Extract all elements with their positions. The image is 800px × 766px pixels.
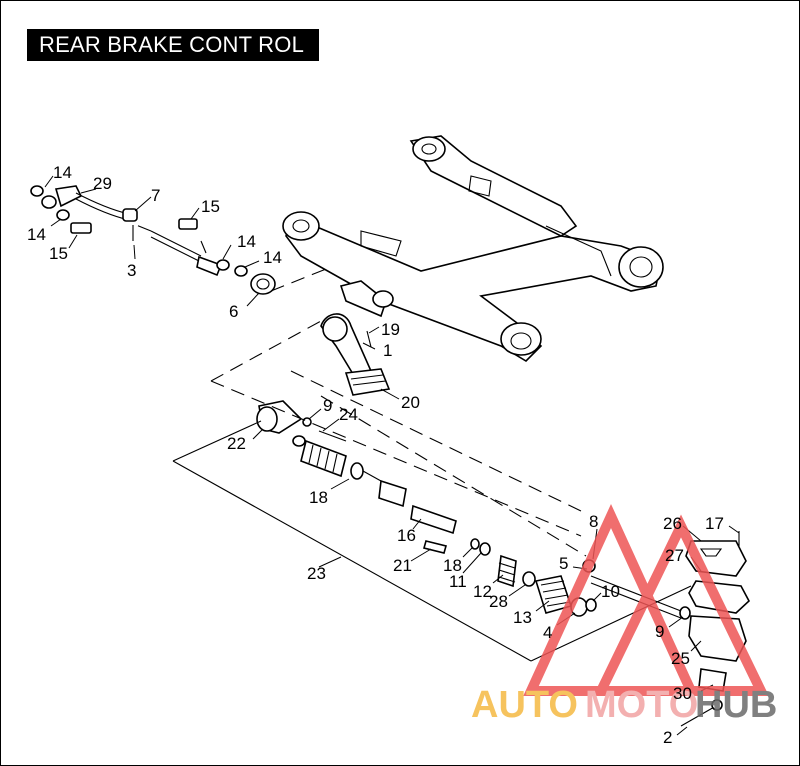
callout-label: 20 [401, 393, 420, 412]
callout-label: 5 [559, 554, 568, 573]
callout-label: 10 [601, 582, 620, 601]
callout-label: 12 [473, 582, 492, 601]
swingarm [282, 135, 664, 363]
callout-label: 9 [323, 396, 332, 415]
watermark-triangle-right [593, 514, 769, 696]
callout-label: 18 [443, 556, 462, 575]
callout-label: 27 [665, 546, 684, 565]
callout-label: 11 [449, 572, 467, 591]
watermark-text-hub: HUB [695, 684, 777, 726]
callout-label: 15 [49, 244, 68, 263]
watermark-logo: AUTO MOTO HUB [471, 503, 777, 726]
callout-label: 24 [339, 405, 358, 424]
callout-labels: 14 29 7 15 14 15 3 14 14 6 19 1 20 9 24 … [27, 163, 724, 747]
callout-label: 7 [151, 186, 160, 205]
callout-label: 13 [513, 608, 532, 627]
callout-label: 14 [237, 232, 256, 251]
callout-label: 23 [307, 564, 326, 583]
callout-label: 4 [543, 623, 552, 642]
callout-label: 2 [663, 728, 672, 747]
callout-label: 16 [397, 526, 416, 545]
callout-label: 26 [663, 514, 682, 533]
watermark-text-auto: AUTO [471, 684, 578, 726]
callout-label: 14 [263, 248, 282, 267]
callout-label: 30 [673, 684, 692, 703]
brake-pedal [320, 313, 391, 396]
callout-label: 19 [381, 320, 400, 339]
callout-label: 9 [655, 622, 664, 641]
watermark-text-moto: MOTO [585, 684, 698, 726]
brake-line [30, 185, 276, 295]
callout-label: 25 [671, 649, 690, 668]
callout-label: 21 [393, 556, 412, 575]
callout-label: 3 [127, 261, 136, 280]
callout-label: 14 [27, 225, 46, 244]
diagram-title: REAR BRAKE CONT ROL [27, 29, 319, 61]
assembly-lines [130, 222, 692, 662]
callout-label: 18 [309, 488, 328, 507]
callout-label: 22 [227, 434, 246, 453]
callout-label: 14 [53, 163, 72, 182]
callout-label: 1 [383, 341, 392, 360]
callout-label: 29 [93, 174, 112, 193]
callout-label: 6 [229, 302, 238, 321]
callout-label: 28 [489, 592, 508, 611]
callout-label: 15 [201, 197, 220, 216]
callout-label: 8 [589, 512, 598, 531]
callout-label: 17 [705, 514, 724, 533]
master-cylinder [256, 400, 457, 554]
